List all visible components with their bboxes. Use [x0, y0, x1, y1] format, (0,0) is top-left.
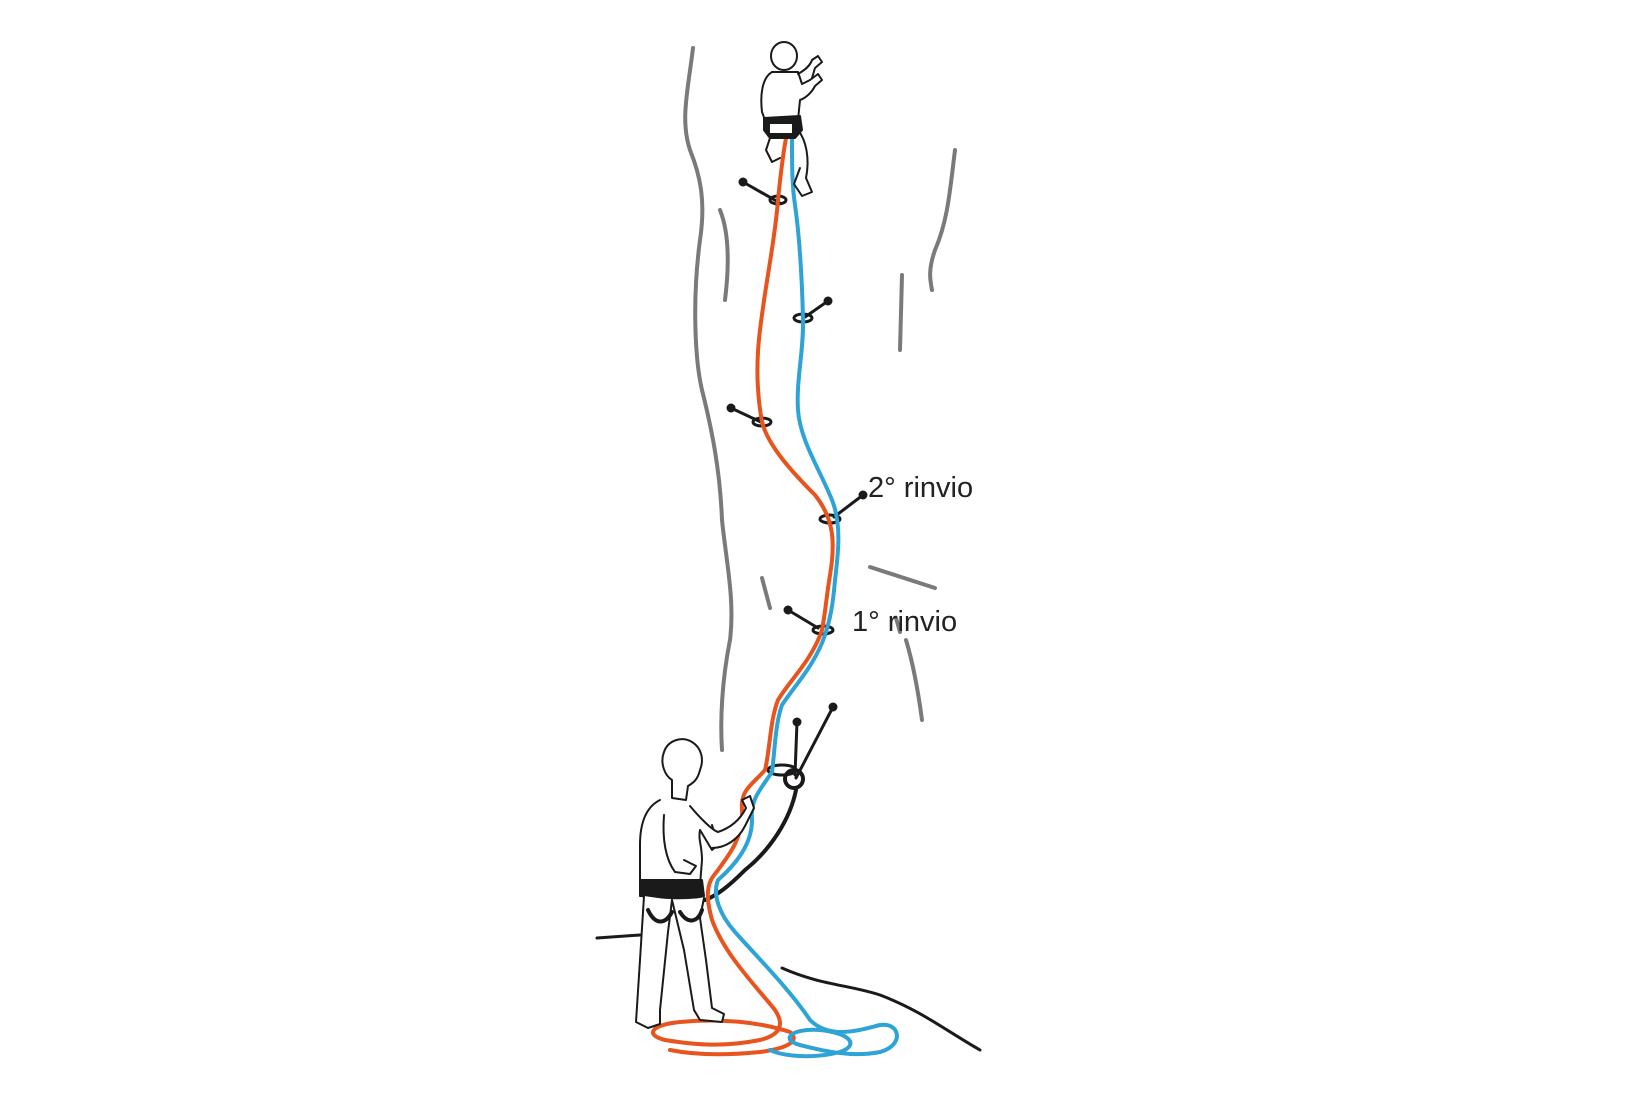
ground — [595, 933, 982, 1052]
rock-ledge — [868, 565, 937, 590]
ground-left — [595, 933, 642, 940]
climber-top-head — [770, 41, 798, 71]
label-second-quickdraw: 2° rinvio — [868, 472, 974, 504]
quickdraws — [703, 177, 868, 902]
rock-crack-right-short — [898, 273, 904, 352]
belayer-head — [661, 738, 703, 801]
belayer-leg-right — [671, 897, 725, 1023]
belayer-harness — [639, 879, 705, 900]
climber-top-leg-right — [793, 129, 813, 197]
ground-right — [780, 966, 982, 1052]
rope-blue — [714, 136, 899, 1059]
climber-top-leg-left — [765, 137, 781, 163]
rock-crack-lower-right — [904, 638, 924, 722]
climber-top-arm — [797, 55, 823, 79]
quickdraw-mid-left — [726, 403, 773, 428]
rope-red — [651, 136, 835, 1057]
belayer-arm-lower — [662, 814, 697, 875]
rock-features — [683, 46, 957, 752]
climber-top-body — [760, 71, 823, 121]
rock-crack-main — [683, 46, 734, 752]
belayer-arm-raised — [689, 795, 755, 849]
rock-crack-right-top — [928, 148, 957, 292]
rock-crack-lower-left — [760, 576, 772, 610]
rock-crack-small-left — [718, 208, 730, 302]
climber-top — [760, 41, 823, 197]
belayer-leg-loops — [646, 908, 704, 924]
belayer-leg-left — [635, 895, 673, 1029]
label-first-quickdraw: 1° rinvio — [852, 606, 958, 638]
rock-crack-mid-right — [894, 616, 902, 634]
quickdraw-upper-right — [792, 296, 833, 324]
belayer — [635, 738, 755, 1029]
